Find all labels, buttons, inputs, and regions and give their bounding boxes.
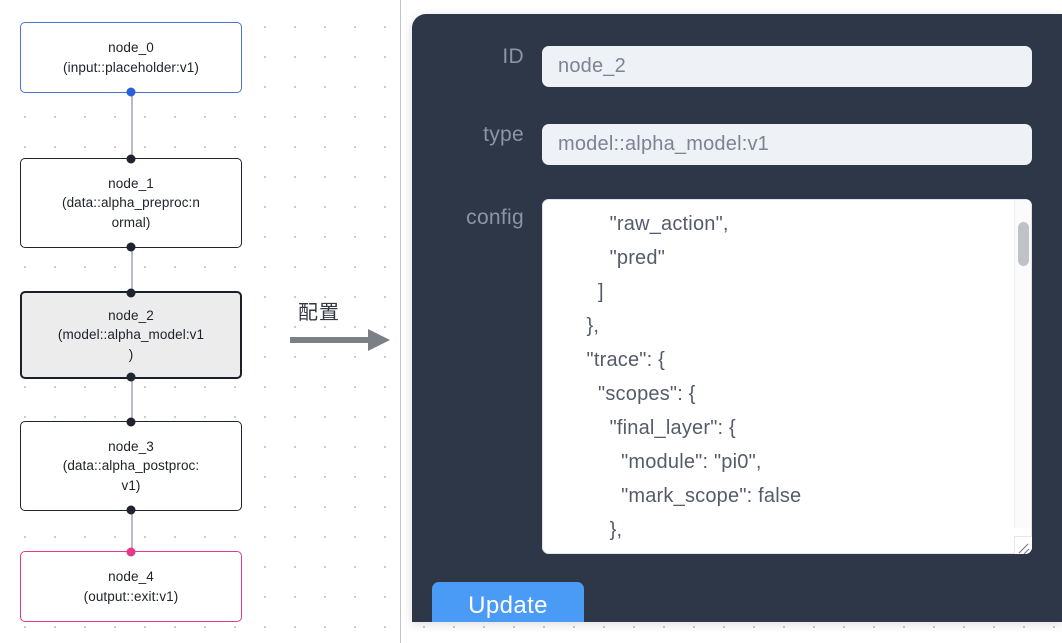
node1-bottom-handle[interactable]	[126, 242, 136, 252]
resize-handle-icon[interactable]	[1014, 536, 1032, 554]
node0-title: node_0	[108, 40, 154, 56]
config-field-label: config	[466, 206, 524, 229]
id-input[interactable]	[542, 46, 1032, 87]
node2-title: node_2	[108, 308, 154, 324]
node0-bottom-handle[interactable]	[126, 87, 136, 97]
flow-node-node_1[interactable]: node_1(data::alpha_preproc:n ormal)	[20, 154, 242, 252]
flow-node-node_4[interactable]: node_4(output::exit:v1)	[20, 547, 242, 622]
flow-node-label-node_3: node_3(data::alpha_postproc: v1)	[29, 437, 233, 494]
node3-title: node_3	[108, 439, 154, 455]
node3-top-handle[interactable]	[126, 417, 136, 427]
annotation-arrow-group: 配置	[290, 296, 394, 362]
annotation-label: 配置	[298, 300, 340, 324]
config-scrollbar-thumb[interactable]	[1018, 222, 1029, 266]
flow-node-node_2[interactable]: node_2(model::alpha_model:v1 )	[20, 288, 242, 382]
node4-title: node_4	[108, 569, 154, 585]
node1-top-handle[interactable]	[126, 154, 136, 164]
node3-subtitle: (data::alpha_postproc: v1)	[62, 458, 200, 493]
flow-node-label-node_1: node_1(data::alpha_preproc:n ormal)	[29, 174, 233, 231]
update-button[interactable]: Update	[432, 582, 584, 622]
edge-node2-node3	[131, 377, 133, 419]
flow-node-label-node_0: node_0(input::placeholder:v1)	[29, 38, 233, 76]
field-row-id: ID	[430, 46, 1032, 87]
config-textarea-wrapper: "raw_action", "pred" ] }, "trace": { "sc…	[542, 199, 1032, 554]
field-row-config: config "raw_action", "pred" ] }, "trace"…	[430, 199, 1032, 554]
edge-node0-node1	[131, 93, 133, 159]
config-scrollbar[interactable]	[1014, 200, 1031, 528]
node1-subtitle: (data::alpha_preproc:n ormal)	[61, 195, 201, 230]
flow-canvas[interactable]: node_0(input::placeholder:v1) node_1(dat…	[0, 0, 400, 643]
arrow-right-icon	[290, 329, 390, 351]
canvas-divider	[400, 0, 401, 643]
node0-subtitle: (input::placeholder:v1)	[63, 59, 199, 75]
type-input[interactable]	[542, 124, 1032, 165]
edge-node1-node2	[131, 248, 133, 294]
field-row-type: type	[430, 124, 1032, 165]
flow-node-label-node_4: node_4(output::exit:v1)	[29, 567, 233, 605]
node3-bottom-handle[interactable]	[126, 505, 136, 515]
flow-node-node_3[interactable]: node_3(data::alpha_postproc: v1)	[20, 417, 242, 515]
node2-bottom-handle[interactable]	[126, 372, 136, 382]
node-config-panel: ID type config "raw_action", "pred" ] },…	[412, 14, 1062, 622]
id-field-label: ID	[502, 45, 524, 68]
node4-subtitle: (output::exit:v1)	[83, 588, 179, 604]
type-field-label: type	[483, 123, 524, 146]
node2-top-handle[interactable]	[126, 288, 136, 298]
node2-subtitle: (model::alpha_model:v1 )	[57, 327, 205, 362]
node1-title: node_1	[108, 176, 154, 192]
flow-node-node_0[interactable]: node_0(input::placeholder:v1)	[20, 22, 242, 97]
node4-top-handle[interactable]	[126, 547, 136, 557]
config-textarea[interactable]: "raw_action", "pred" ] }, "trace": { "sc…	[542, 199, 1032, 554]
flow-node-label-node_2: node_2(model::alpha_model:v1 )	[30, 306, 232, 363]
edge-node3-node4	[131, 512, 133, 550]
